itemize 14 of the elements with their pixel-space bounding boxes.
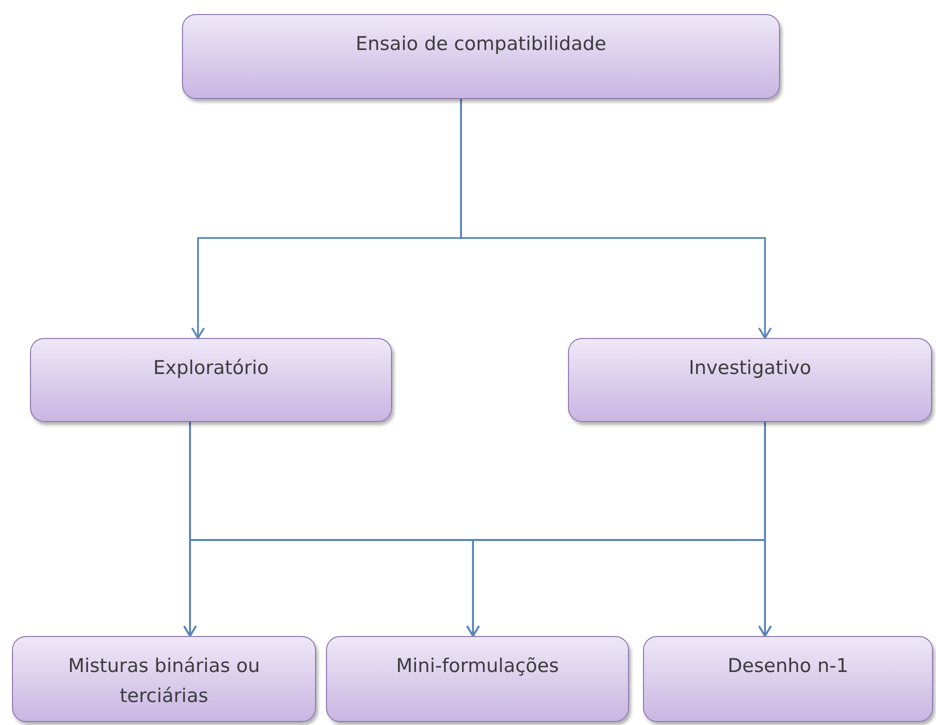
connector-arrow [460, 99, 772, 339]
box-label: Investigativo [688, 356, 812, 381]
box-label: Misturas binárias ou terciárias [67, 654, 261, 709]
process-box [30, 338, 392, 422]
box-label: Mini-formulações [396, 654, 559, 679]
box-label: Exploratório [153, 356, 269, 381]
connector-arrow [758, 422, 772, 637]
box-label: Ensaio de compatibilidade [356, 32, 606, 57]
process-box [326, 636, 629, 722]
box-label: Desenho n-1 [728, 654, 848, 679]
process-box [182, 14, 780, 99]
process-box [568, 338, 932, 422]
process-box [12, 636, 316, 722]
process-box [643, 636, 933, 722]
